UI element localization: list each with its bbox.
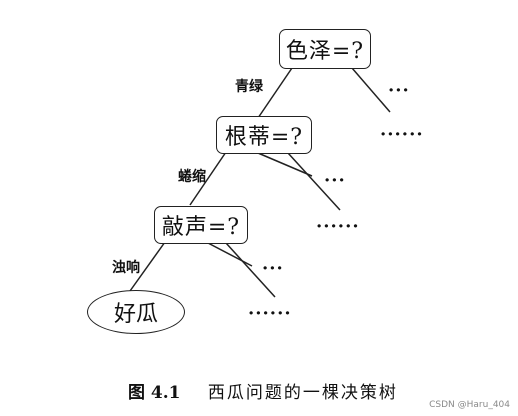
- edge-node2-other-2: [287, 152, 341, 211]
- sound-far-branch-ellipsis: ······: [248, 303, 292, 324]
- node-sound-label: 敲声=?: [161, 215, 241, 240]
- branch-label-curled: 蜷缩: [178, 169, 206, 185]
- branch-label-turbid: 浊响: [112, 260, 140, 276]
- edge-node3-other-2: [225, 242, 276, 298]
- figure-caption: 图 4.1 西瓜问题的一棵决策树: [128, 378, 398, 403]
- watermark: CSDN @Haru_404: [429, 400, 510, 410]
- node-sound-ellipsis-near: ···: [262, 258, 284, 279]
- edge-node3-turbid: [129, 241, 166, 292]
- figure-title: 西瓜问题的一棵决策树: [207, 383, 398, 403]
- root-node-label: 色泽=?: [285, 39, 365, 64]
- edge-node3-other-1: [207, 242, 253, 267]
- leaf-good-melon: 好瓜: [87, 290, 185, 334]
- stem-far-branch-ellipsis: ······: [316, 216, 360, 237]
- figure-number: 图 4.1: [128, 383, 181, 403]
- node-root-stem-ellipsis-near: ···: [324, 170, 346, 191]
- branch-label-green: 青绿: [235, 79, 263, 95]
- edge-node2-curled: [189, 151, 227, 206]
- edge-root-green: [257, 67, 293, 119]
- node-root-stem: 根蒂=?: [216, 116, 312, 154]
- leaf-good-melon-label: 好瓜: [113, 302, 158, 327]
- root-far-branch-ellipsis: ······: [380, 124, 424, 145]
- edge-node2-other-1: [257, 152, 313, 177]
- edge-root-other: [351, 67, 391, 113]
- root-node-color: 色泽=?: [279, 29, 371, 69]
- node-root-stem-label: 根蒂=?: [224, 125, 304, 150]
- root-other-branch-ellipsis: ···: [388, 80, 410, 101]
- node-sound: 敲声=?: [154, 206, 248, 244]
